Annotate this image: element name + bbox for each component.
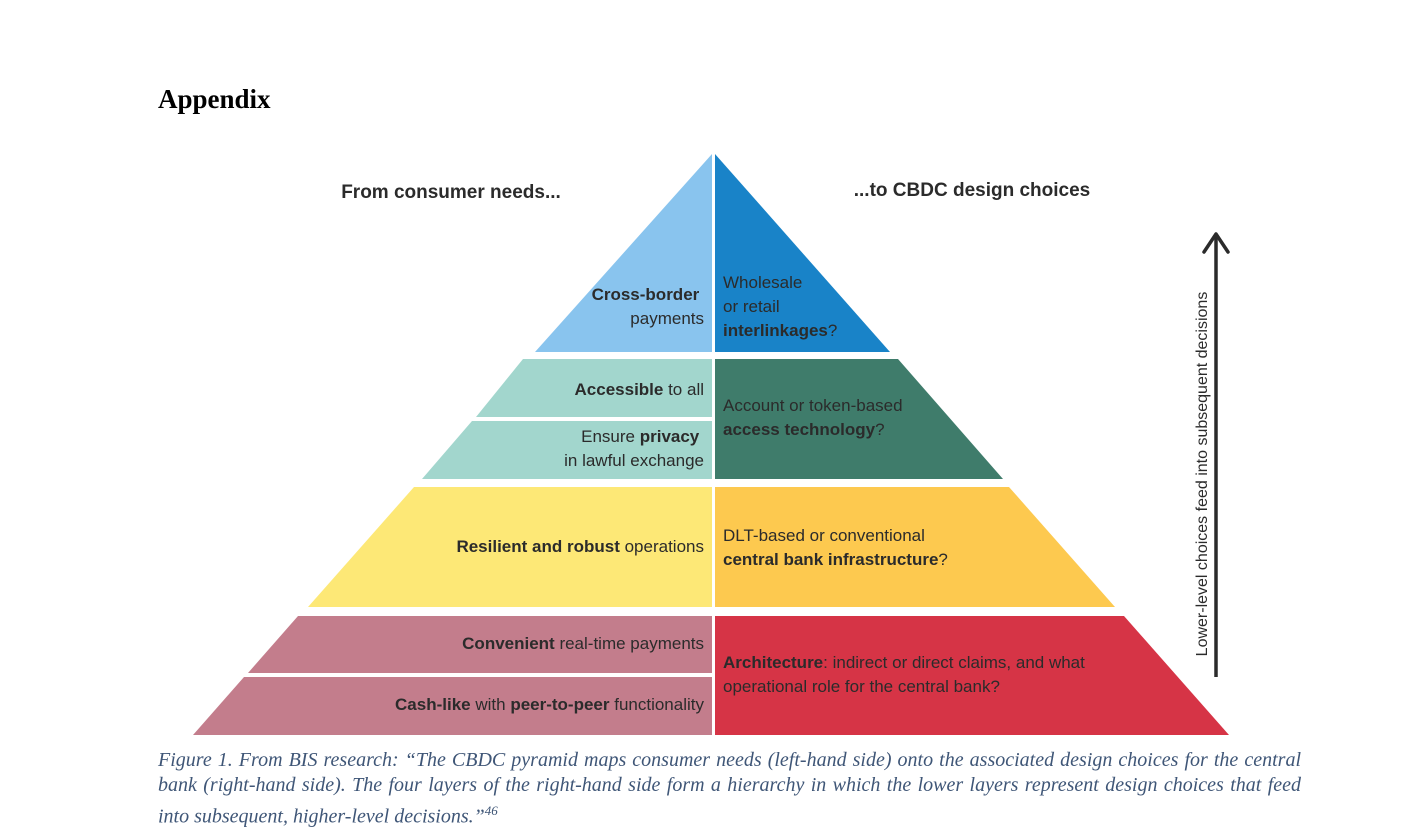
layer1-right-line2: or retail [723, 297, 780, 316]
layer4b-left-shape [193, 677, 712, 735]
layer2-right-line2-bold: access technology [723, 420, 876, 439]
layer1-right-line3-rest: ? [828, 321, 837, 340]
layer3-right-label: DLT-based or conventional central bank i… [723, 526, 948, 569]
page-heading: Appendix [158, 84, 271, 114]
layer4a-left-bold: Convenient [462, 634, 555, 653]
upward-arrow-head-icon [1202, 232, 1230, 254]
layer2b-left-label: Ensure privacy in lawful exchange [564, 427, 704, 470]
layer2a-left-bold: Accessible [575, 380, 664, 399]
layer3-right-line2-bold: central bank infrastructure [723, 550, 938, 569]
layer3-left-rest: operations [620, 537, 704, 556]
layer1-left-shape [535, 154, 712, 352]
footnote-marker: 46 [484, 803, 498, 818]
layer2b-left-line1-normal: Ensure [581, 427, 640, 446]
layer2a-left-shape [476, 359, 712, 417]
layer2a-left-label: Accessible to all [575, 380, 704, 399]
layer1-right-line3-bold: interlinkages [723, 321, 828, 340]
layer4b-left-label: Cash-like with peer-to-peer functionalit… [395, 695, 704, 714]
layer4-right-line1-rest: : indirect or direct claims, and what [823, 653, 1085, 672]
layer3-left-label: Resilient and robust operations [456, 537, 704, 556]
layer2-right-shape [715, 359, 1003, 479]
layer4a-left-rest: real-time payments [555, 634, 704, 653]
layer3-right-line2-rest: ? [938, 550, 947, 569]
figure-caption-text: Figure 1. From BIS research: “The CBDC p… [158, 749, 1301, 828]
layer3-right-line1: DLT-based or conventional [723, 526, 925, 545]
layer4-right-label: Architecture: indirect or direct claims,… [723, 653, 1090, 696]
layer2a-left-rest: to all [663, 380, 704, 399]
layer2b-left-line1-bold: privacy [640, 427, 700, 446]
layer2-right-line2-rest: ? [875, 420, 884, 439]
layer4a-left-shape [248, 616, 712, 673]
layer4-right-shape [715, 616, 1229, 735]
layer1-right-label: Wholesale or retail interlinkages? [723, 273, 837, 340]
layer2b-left-shape [422, 421, 712, 479]
figure-caption: Figure 1. From BIS research: “The CBDC p… [158, 748, 1301, 830]
layer4b-left-bold1: Cash-like [395, 695, 471, 714]
layer4b-left-normal1: with [471, 695, 511, 714]
layer1-right-shape [715, 154, 890, 352]
layer3-left-shape [308, 487, 712, 607]
layer1-left-label: Cross-border payments [592, 285, 704, 328]
left-column-header: From consumer needs... [341, 182, 561, 203]
layer1-left-line1: Cross-border [592, 285, 700, 304]
layer4b-left-bold2: peer-to-peer [510, 695, 610, 714]
layer4-right-line1-bold: Architecture [723, 653, 823, 672]
layer2-right-line1: Account or token-based [723, 396, 903, 415]
layer2b-left-line2: in lawful exchange [564, 451, 704, 470]
layer2-right-label: Account or token-based access technology… [723, 396, 907, 439]
layer4-right-line2: operational role for the central bank? [723, 677, 1000, 696]
layer3-right-shape [715, 487, 1115, 607]
layer4a-left-label: Convenient real-time payments [462, 634, 704, 653]
layer4b-left-normal2: functionality [610, 695, 705, 714]
layer1-left-line2: payments [630, 309, 704, 328]
layer1-right-line1: Wholesale [723, 273, 802, 292]
right-column-header: ...to CBDC design choices [854, 180, 1090, 201]
layer3-left-bold: Resilient and robust [456, 537, 620, 556]
side-arrow-label: Lower-level choices feed into subsequent… [1194, 292, 1211, 657]
